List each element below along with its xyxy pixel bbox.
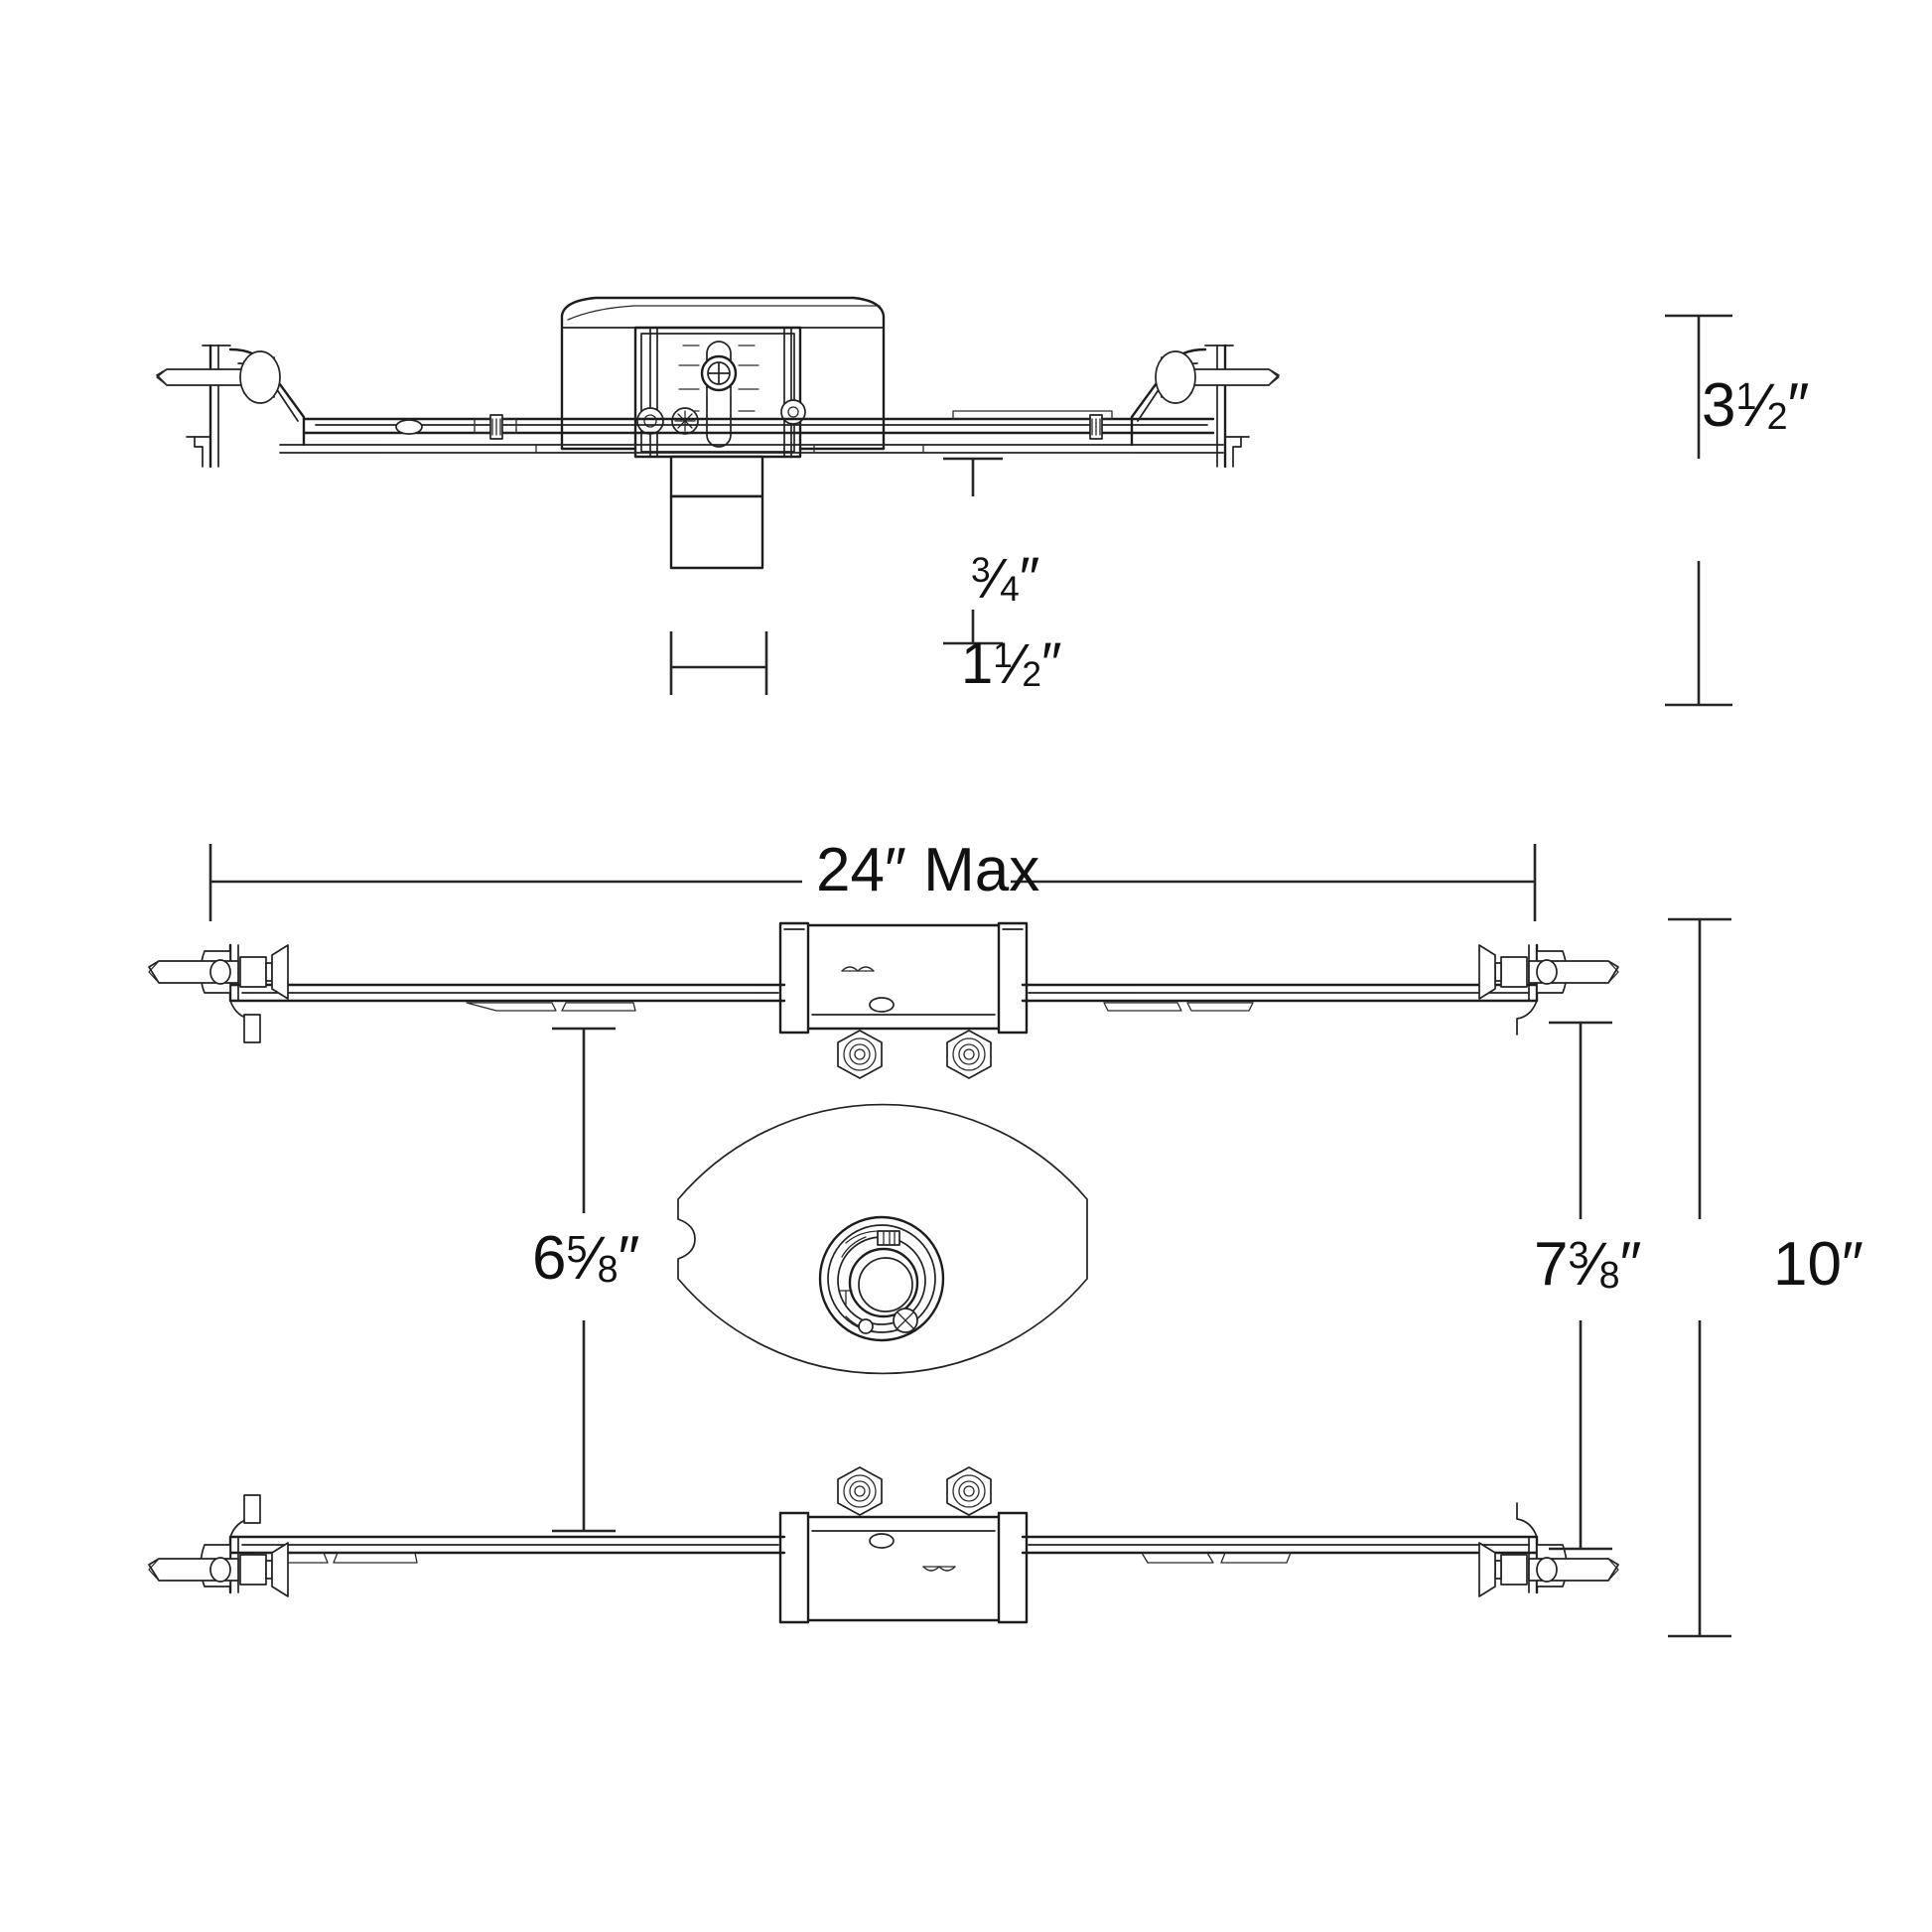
- dim-frac-den-conduit-depth: 4: [1000, 569, 1020, 609]
- dim-label-bar-hanger-span: 24″ Max: [816, 840, 1039, 901]
- plan-view: [148, 844, 1731, 1638]
- dim-frac-num-conduit-depth: 3: [971, 551, 991, 591]
- bar-hanger-bottom-plan: [148, 1494, 1619, 1624]
- dim-frac-den-bracket-span: 8: [1598, 1254, 1620, 1296]
- bar-hanger-top-plan: [148, 921, 1619, 1043]
- dim-conduit-width: [669, 631, 768, 695]
- fraction-slash-icon: ⁄: [1588, 1230, 1599, 1298]
- dim-conduit-depth: [943, 457, 1003, 645]
- dim-fraction-bracket-span: 3⁄8: [1568, 1234, 1619, 1295]
- hex-fastener-bottom-left: [837, 1466, 883, 1516]
- dim-label-housing-diameter: 65⁄8″: [532, 1228, 640, 1290]
- bar-hanger-left-elevation: [156, 344, 1224, 469]
- dim-frac-den-height: 2: [1766, 395, 1788, 437]
- dim-unit-conduit-depth: ″: [1019, 546, 1040, 611]
- dim-frac-num-conduit-width: 1: [993, 636, 1013, 676]
- dim-value-height: 3: [1702, 371, 1736, 440]
- dim-unit-bracket-span: ″: [1619, 1230, 1642, 1299]
- fraction-slash-icon: ⁄: [1012, 633, 1023, 696]
- bar-hanger-right-elevation: [813, 344, 1280, 469]
- dim-bar-hanger-span: [208, 844, 1537, 921]
- hex-fastener-top-right: [946, 1030, 992, 1079]
- elevation-view: [156, 296, 1732, 707]
- dim-label-overall-depth: 10″: [1773, 1234, 1863, 1296]
- socket-aperture-plan: [818, 1215, 945, 1342]
- fraction-slash-icon: ⁄: [587, 1224, 598, 1292]
- dim-value-overall-depth: 10: [1773, 1230, 1842, 1299]
- bracket-adjuster-elevation: [633, 326, 806, 459]
- fraction-slash-icon: ⁄: [1756, 371, 1767, 439]
- dim-label-height-overall: 31⁄2″: [1702, 375, 1810, 437]
- dim-unit-span: ″: [884, 836, 906, 904]
- fraction-slash-icon: ⁄: [990, 548, 1001, 611]
- dim-frac-den-housing-dia: 8: [597, 1248, 619, 1290]
- dim-label-bracket-span: 73⁄8″: [1534, 1234, 1642, 1296]
- dim-frac-den-conduit-width: 2: [1022, 654, 1041, 694]
- dim-label-conduit-width: 11⁄2″: [961, 635, 1062, 694]
- hex-fastener-bottom-right: [946, 1466, 992, 1516]
- dim-unit-height: ″: [1787, 371, 1810, 440]
- dim-unit-overall-depth: ″: [1841, 1230, 1863, 1299]
- dim-unit-housing-dia: ″: [618, 1224, 640, 1293]
- dim-label-conduit-depth: 3⁄4″: [971, 550, 1039, 609]
- dim-bracket-span: [1549, 1021, 1612, 1551]
- dim-frac-num-height: 1: [1735, 375, 1757, 418]
- dim-height-overall: [1665, 314, 1732, 707]
- dim-frac-num-bracket-span: 3: [1568, 1234, 1589, 1277]
- dim-unit-conduit-width: ″: [1040, 631, 1062, 696]
- hex-fastener-top-left: [837, 1030, 883, 1079]
- dim-value-housing-dia: 6: [532, 1224, 567, 1293]
- dim-fraction-conduit-width: 1⁄2: [993, 636, 1041, 694]
- dim-fraction-housing-dia: 5⁄8: [566, 1228, 618, 1289]
- conduit-stub-elevation: [669, 455, 764, 570]
- dim-housing-diameter: [552, 1027, 616, 1533]
- dim-fraction-conduit-depth: 3⁄4: [971, 551, 1020, 609]
- dim-frac-num-housing-dia: 5: [566, 1228, 588, 1271]
- dim-suffix-span: Max: [905, 836, 1040, 904]
- dim-value-conduit-width: 1: [961, 631, 994, 696]
- dim-overall-depth: [1668, 917, 1731, 1638]
- dim-value-span: 24: [816, 836, 885, 904]
- dim-value-bracket-span: 7: [1534, 1230, 1569, 1299]
- dim-fraction-height: 1⁄2: [1735, 375, 1787, 436]
